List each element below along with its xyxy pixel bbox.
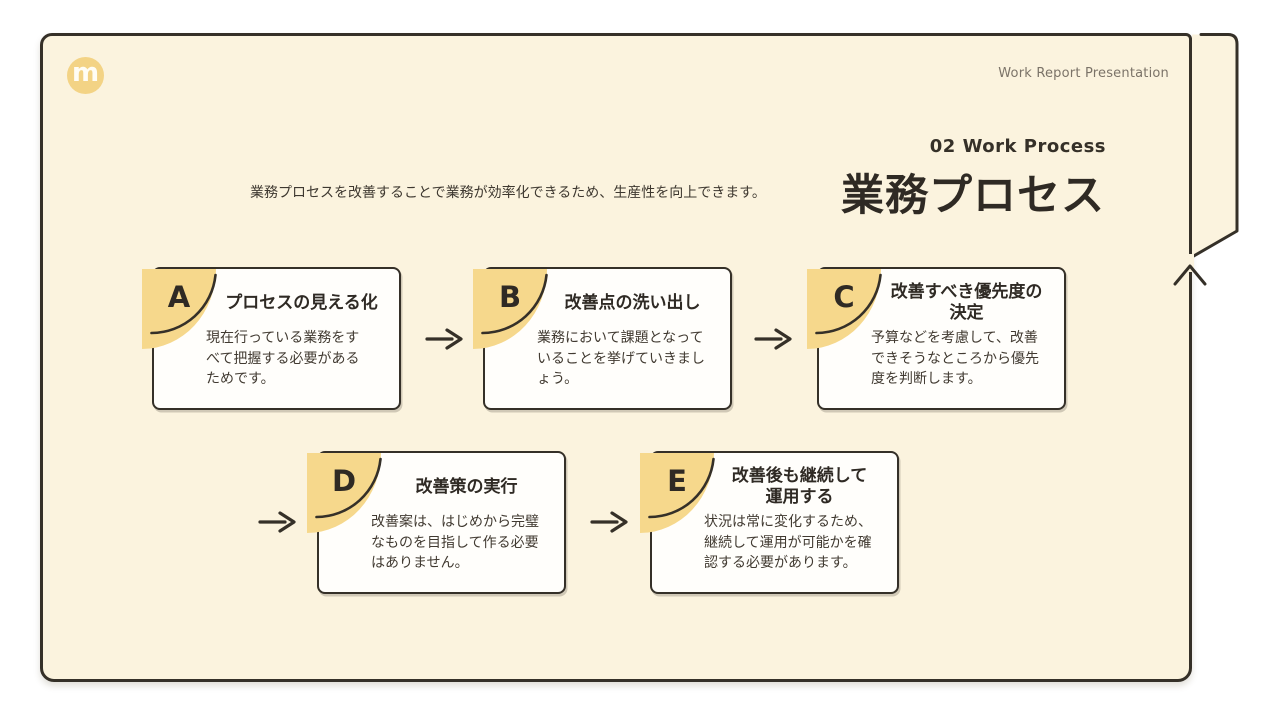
slide-canvas: m Work Report Presentation 02 Work Proce…	[40, 33, 1239, 682]
page-subtitle: 業務プロセスを改善することで業務が効率化できるため、生産性を向上できます。	[250, 185, 766, 201]
step-card-a: A プロセスの見える化 現在行っている業務をす べて把握する必要がある ためです…	[142, 267, 401, 410]
step-letter: D	[331, 464, 357, 498]
step-card-e: E 改善後も継続して 運用する 状況は常に変化するため、 継続して運用が可能かを…	[640, 451, 899, 594]
right-arrow-icon	[425, 328, 463, 350]
step-title: プロセスの見える化	[225, 292, 378, 313]
corner-arc-icon	[481, 273, 548, 335]
corner-arc-icon	[648, 457, 715, 519]
right-arrow-icon	[258, 511, 296, 533]
step-title: 改善すべき優先度の 決定	[890, 282, 1043, 323]
step-letter: B	[498, 280, 522, 314]
step-body: 業務において課題となって いることを挙げていきまし ょう。	[537, 330, 705, 387]
step-body: 予算などを考慮して、改善 できそうなところから優先 度を判断します。	[871, 330, 1039, 387]
right-arrow-icon	[590, 511, 628, 533]
up-arrow-icon	[1173, 264, 1207, 286]
border-gap-patch	[1188, 254, 1194, 272]
step-letter: C	[833, 280, 855, 314]
step-letter: A	[167, 280, 191, 314]
step-card-b: B 改善点の洗い出し 業務において課題となって いることを挙げていきまし ょう。	[473, 267, 732, 410]
step-letter: E	[667, 464, 687, 498]
header-note: Work Report Presentation	[998, 66, 1169, 81]
corner-arc-icon	[150, 273, 217, 335]
corner-arc-icon	[315, 457, 382, 519]
step-card-d: D 改善策の実行 改善案は、はじめから完璧 なものを目指して作る必要 はありませ…	[307, 451, 566, 594]
right-arrow-icon	[754, 328, 792, 350]
step-card-c: C 改善すべき優先度の 決定 予算などを考慮して、改善 できそうなところから優先…	[807, 267, 1066, 410]
section-label: 02 Work Process	[929, 136, 1106, 157]
corner-arc-icon	[815, 273, 882, 335]
step-title: 改善後も継続して 運用する	[731, 466, 868, 507]
step-body: 現在行っている業務をす べて把握する必要がある ためです。	[206, 330, 360, 387]
page-title: 業務プロセス	[841, 171, 1105, 221]
page-fold-icon	[1190, 33, 1239, 259]
step-body: 改善案は、はじめから完璧 なものを目指して作る必要 はありません。	[371, 514, 539, 571]
step-body: 状況は常に変化するため、 継続して運用が可能かを確 認する必要があります。	[704, 514, 872, 571]
step-title: 改善策の実行	[415, 476, 518, 497]
brand-logo-icon: m	[67, 57, 104, 94]
step-title: 改善点の洗い出し	[564, 292, 701, 313]
